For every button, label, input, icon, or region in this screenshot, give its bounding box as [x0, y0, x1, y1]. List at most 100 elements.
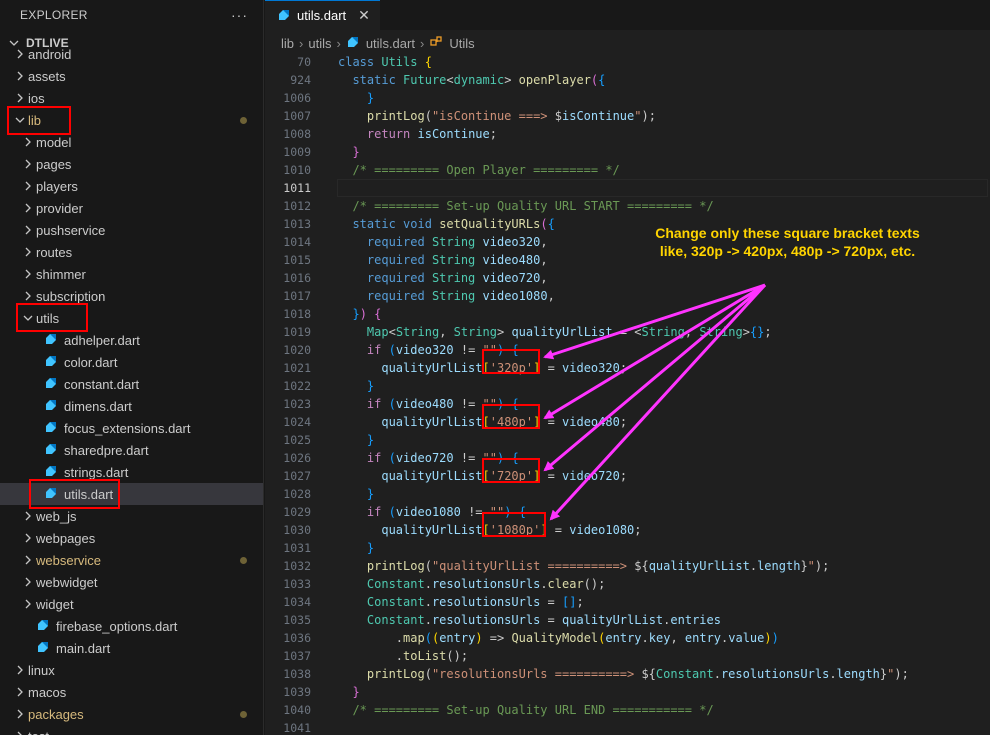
tree-item-packages[interactable]: packages [0, 703, 263, 725]
tree-item-firebase-options-dart[interactable]: firebase_options.dart [0, 615, 263, 637]
chevron-right-icon [20, 268, 36, 280]
breadcrumb-file[interactable]: utils.dart [365, 35, 415, 51]
tree-item-lib[interactable]: lib [0, 109, 263, 131]
code-line[interactable]: 1041 [265, 719, 990, 735]
code-line[interactable]: 1036 .map((entry) => QualityModel(entry.… [265, 629, 990, 647]
code-line[interactable]: 1024 qualityUrlList['480p'] = video480; [265, 413, 990, 431]
tree-item-main-dart[interactable]: main.dart [0, 637, 263, 659]
code-line[interactable]: 1035 Constant.resolutionsUrls = qualityU… [265, 611, 990, 629]
tree-item-color-dart[interactable]: color.dart [0, 351, 263, 373]
tree-item-webwidget[interactable]: webwidget [0, 571, 263, 593]
code-line[interactable]: 1028 } [265, 485, 990, 503]
tree-item-macos[interactable]: macos [0, 681, 263, 703]
tree-item-linux[interactable]: linux [0, 659, 263, 681]
code-text: } [366, 379, 375, 393]
code-line[interactable]: 1023 if (video480 != "") { [265, 395, 990, 413]
project-root[interactable]: DTLIVE [0, 30, 263, 56]
code-line[interactable]: 1017 required String video1080, [265, 287, 990, 305]
code-line[interactable]: 1040 /* ========= Set-up Quality URL END… [265, 701, 990, 719]
code-line[interactable]: 1019 Map<String, String> qualityUrlList … [265, 323, 990, 341]
tree-item-shimmer[interactable]: shimmer [0, 263, 263, 285]
tree-item-sharedpre-dart[interactable]: sharedpre.dart [0, 439, 263, 461]
code-line[interactable]: 1030 qualityUrlList['1080p'] = video1080… [265, 521, 990, 539]
code-line[interactable]: 1020 if (video320 != "") { [265, 341, 990, 359]
code-line[interactable]: 1026 if (video720 != "") { [265, 449, 990, 467]
tree-item-utils[interactable]: utils [0, 307, 263, 329]
code-line[interactable]: 1034 Constant.resolutionsUrls = []; [265, 593, 990, 611]
tree-item-model[interactable]: model [0, 131, 263, 153]
tree-item-web-js[interactable]: web_js [0, 505, 263, 527]
tree-item-ios[interactable]: ios [0, 87, 263, 109]
sticky-scroll-line[interactable]: 924 static Future<dynamic> openPlayer({ [265, 71, 990, 89]
tree-item-utils-dart[interactable]: utils.dart [0, 483, 263, 505]
tree-item-assets[interactable]: assets [0, 65, 263, 87]
code-line[interactable]: 1011 [265, 179, 990, 197]
code-text: printLog("resolutionsUrls ==========> ${… [366, 667, 909, 681]
breadcrumb-utils[interactable]: utils [308, 35, 332, 51]
code-line[interactable]: 1032 printLog("qualityUrlList ==========… [265, 557, 990, 575]
code-line[interactable]: 1022 } [265, 377, 990, 395]
tree-item-focus-extensions-dart[interactable]: focus_extensions.dart [0, 417, 263, 439]
tree-item-test[interactable]: test [0, 725, 263, 735]
code-line[interactable]: 1010 /* ========= Open Player ========= … [265, 161, 990, 179]
code-line[interactable]: 1025 } [265, 431, 990, 449]
tab-utils-dart[interactable]: utils.dart ✕ [265, 0, 380, 30]
code-line[interactable]: 1012 /* ========= Set-up Quality URL STA… [265, 197, 990, 215]
chevron-right-icon: › [419, 35, 425, 51]
code-line[interactable]: 1037 .toList(); [265, 647, 990, 665]
highlight-480p-key [482, 404, 540, 429]
tree-item-android[interactable]: android [0, 43, 263, 65]
code-line[interactable]: 1006 } [265, 89, 990, 107]
tree-item-webservice[interactable]: webservice [0, 549, 263, 571]
line-number: 1023 [283, 397, 311, 411]
breadcrumb-lib[interactable]: lib [281, 35, 295, 51]
line-number: 1040 [283, 703, 311, 717]
code-line[interactable]: 1021 qualityUrlList['320p'] = video320; [265, 359, 990, 377]
tree-item-pushservice[interactable]: pushservice [0, 219, 263, 241]
code-line[interactable]: 1027 qualityUrlList['720p'] = video720; [265, 467, 990, 485]
tree-item-dimens-dart[interactable]: dimens.dart [0, 395, 263, 417]
code-line[interactable]: 1013 static void setQualityURLs({ [265, 215, 990, 233]
code-line[interactable]: 1029 if (video1080 != "") { [265, 503, 990, 521]
tree-item-subscription[interactable]: subscription [0, 285, 263, 307]
close-icon[interactable]: ✕ [358, 7, 370, 23]
code-line[interactable]: 1018 }) { [265, 305, 990, 323]
code-line[interactable]: 1014 required String video320, [265, 233, 990, 251]
tree-item-label: test [28, 729, 49, 735]
tree-item-label: dimens.dart [64, 398, 132, 414]
tree-item-provider[interactable]: provider [0, 197, 263, 219]
chevron-right-icon [20, 246, 36, 258]
line-number: 1012 [283, 199, 311, 213]
code-line[interactable]: 1007 printLog("isContinue ===> $isContin… [265, 107, 990, 125]
tree-item-label: utils [36, 310, 60, 326]
code-line[interactable]: 1015 required String video480, [265, 251, 990, 269]
tree-item-pages[interactable]: pages [0, 153, 263, 175]
line-number: 1007 [283, 109, 311, 123]
code-line[interactable]: 1008 return isContinue; [265, 125, 990, 143]
dart-file-icon [346, 35, 362, 51]
code-line[interactable]: 1009 } [265, 143, 990, 161]
code-line[interactable]: 1016 required String video720, [265, 269, 990, 287]
line-number: 1021 [283, 361, 311, 375]
breadcrumb-class[interactable]: Utils [449, 35, 475, 51]
chevron-right-icon [20, 598, 36, 610]
code-line[interactable]: 1038 printLog("resolutionsUrls =========… [265, 665, 990, 683]
code-line[interactable]: 1031 } [265, 539, 990, 557]
chevron-right-icon [20, 202, 36, 214]
code-line[interactable]: 1039 } [265, 683, 990, 701]
more-actions-icon[interactable]: ··· [231, 7, 248, 23]
tree-item-players[interactable]: players [0, 175, 263, 197]
chevron-right-icon: › [299, 35, 304, 51]
tree-item-routes[interactable]: routes [0, 241, 263, 263]
tree-item-adhelper-dart[interactable]: adhelper.dart [0, 329, 263, 351]
tree-item-constant-dart[interactable]: constant.dart [0, 373, 263, 395]
tree-item-strings-dart[interactable]: strings.dart [0, 461, 263, 483]
code-line[interactable]: 1033 Constant.resolutionsUrls.clear(); [265, 575, 990, 593]
line-number: 1011 [283, 181, 311, 195]
code-text: } [366, 433, 375, 447]
code-text: required String video720, [366, 271, 548, 285]
tree-item-widget[interactable]: widget [0, 593, 263, 615]
tree-item-webpages[interactable]: webpages [0, 527, 263, 549]
